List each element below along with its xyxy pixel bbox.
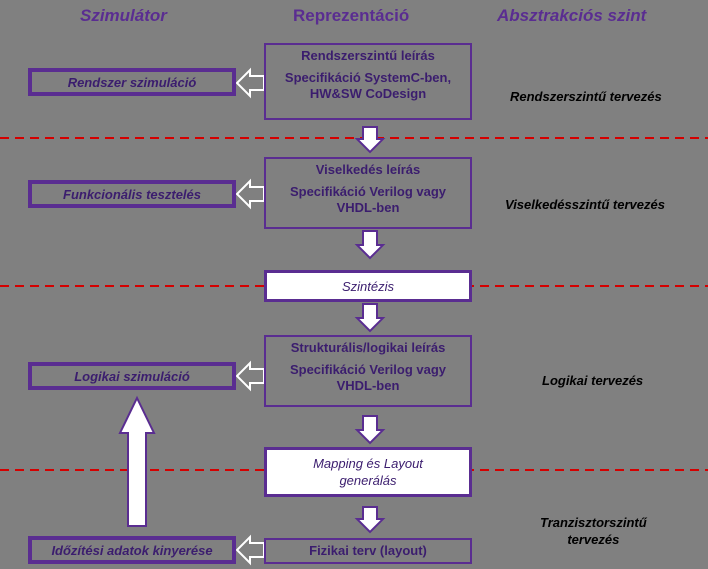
down-arrow <box>354 230 386 260</box>
left-arrow <box>235 178 265 210</box>
simulator-box-timing: Időzítési adatok kinyerése <box>28 536 236 564</box>
simulator-label: Rendszer szimuláció <box>67 74 197 90</box>
representation-desc: HW&SW CoDesign <box>309 86 427 101</box>
down-arrow <box>354 126 386 154</box>
simulator-label: Logikai szimuláció <box>74 368 190 384</box>
level-label-line: tervezés <box>567 532 620 547</box>
representation-desc: VHDL-ben <box>336 200 400 215</box>
simulator-label: Időzítési adatok kinyerése <box>51 542 213 558</box>
process-box-mapping-layout: Mapping és Layout generálás <box>264 447 472 497</box>
process-box-synthesis: Szintézis <box>264 270 472 302</box>
process-label: generálás <box>339 473 397 488</box>
level-label-system: Rendszerszintű tervezés <box>510 89 662 104</box>
header-representation: Reprezentáció <box>293 6 410 25</box>
header-abstraction-level: Absztrakciós szint <box>497 6 647 25</box>
representation-title: Rendszerszintű leírás <box>301 48 435 63</box>
down-arrow <box>354 506 386 534</box>
simulator-label: Funkcionális tesztelés <box>63 186 201 202</box>
simulator-box-functional: Funkcionális tesztelés <box>28 180 236 208</box>
level-label-transistor: Tranzisztorszintű tervezés <box>540 514 647 548</box>
left-arrow <box>235 67 265 99</box>
left-arrow <box>235 534 265 566</box>
representation-box-system: Rendszerszintű leírás Specifikáció Syste… <box>264 43 472 120</box>
simulator-box-logic: Logikai szimuláció <box>28 362 236 390</box>
feedback-up-arrow <box>118 395 156 527</box>
representation-title: Strukturális/logikai leírás <box>290 340 446 355</box>
simulator-box-system: Rendszer szimuláció <box>28 68 236 96</box>
level-label-line: Tranzisztorszintű <box>540 515 647 530</box>
left-arrow <box>235 360 265 392</box>
representation-box-physical: Fizikai terv (layout) <box>264 538 472 564</box>
header-simulator: Szimulátor <box>80 6 167 25</box>
down-arrow <box>354 303 386 333</box>
representation-desc: Specifikáció Verilog vagy <box>289 362 447 377</box>
representation-box-behavior: Viselkedés leírás Specifikáció Verilog v… <box>264 157 472 229</box>
process-label: Mapping és Layout <box>313 456 423 471</box>
process-label: Szintézis <box>341 278 395 294</box>
representation-box-structural: Strukturális/logikai leírás Specifikáció… <box>264 335 472 407</box>
down-arrow <box>354 415 386 445</box>
level-label-behavior: Viselkedésszintű tervezés <box>505 197 665 212</box>
representation-desc: Specifikáció SystemC-ben, <box>284 70 452 85</box>
representation-title: Viselkedés leírás <box>315 162 421 177</box>
representation-desc: Specifikáció Verilog vagy <box>289 184 447 199</box>
representation-title: Fizikai terv (layout) <box>309 543 427 558</box>
level-label-logic: Logikai tervezés <box>542 373 644 388</box>
representation-desc: VHDL-ben <box>336 378 400 393</box>
